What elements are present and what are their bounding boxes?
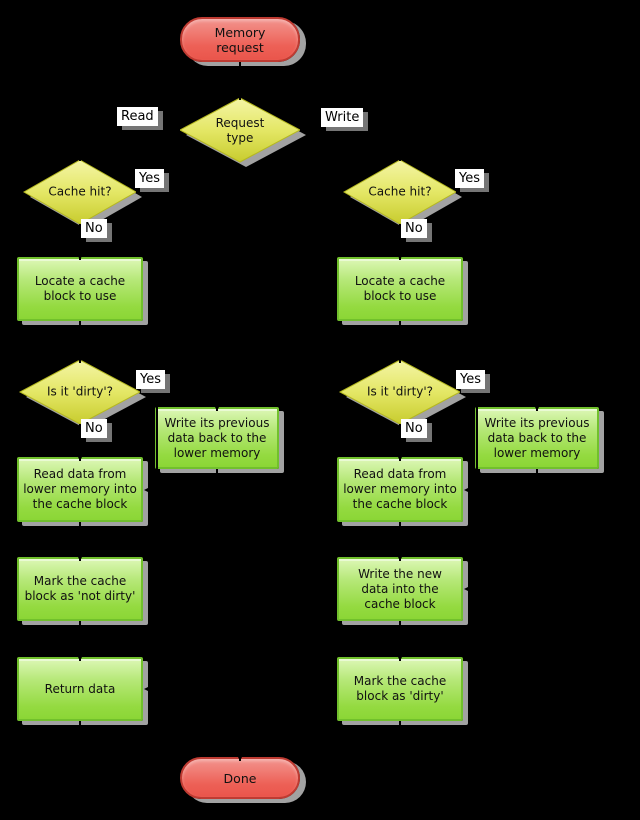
node-locate-write: Locate a cache block to use (337, 257, 463, 321)
node-mark-not-dirty: Mark the cache block as 'not dirty' (17, 557, 143, 621)
edge-label-no-dirty-read: No (81, 419, 107, 438)
node-read-lower-write: Read data from lower memory into the cac… (337, 457, 463, 522)
edge-label-no-cache-write: No (401, 219, 427, 238)
edge-label-yes-dirty-write: Yes (456, 370, 485, 389)
node-return-data: Return data (17, 657, 143, 721)
edge-label-write: Write (321, 108, 364, 127)
edge-label-yes-dirty-read: Yes (136, 370, 165, 389)
node-read-lower-read: Read data from lower memory into the cac… (17, 457, 143, 522)
edge-label-no-cache-read: No (81, 219, 107, 238)
node-cache-hit-write-label: Cache hit? (368, 184, 432, 199)
edge-label-read: Read (117, 107, 158, 126)
node-dirty-write-label: Is it 'dirty'? (366, 384, 434, 399)
node-memory-request: Memory request (180, 17, 300, 62)
node-write-new-data: Write the new data into the cache block (337, 557, 463, 621)
edge-label-yes-cache-read: Yes (135, 169, 164, 188)
node-writeback-read: Write its previous data back to the lowe… (155, 407, 279, 469)
node-writeback-write: Write its previous data back to the lowe… (475, 407, 599, 469)
node-mark-dirty: Mark the cache block as 'dirty' (337, 657, 463, 721)
node-locate-read: Locate a cache block to use (17, 257, 143, 321)
node-request-type-label: Request type (215, 116, 265, 145)
edge-label-yes-cache-write: Yes (455, 169, 484, 188)
node-dirty-read-label: Is it 'dirty'? (46, 384, 114, 399)
request-type-diamond (178, 97, 302, 163)
edge-label-no-dirty-write: No (401, 419, 427, 438)
node-cache-hit-read-label: Cache hit? (48, 184, 112, 199)
node-done: Done (180, 757, 300, 799)
